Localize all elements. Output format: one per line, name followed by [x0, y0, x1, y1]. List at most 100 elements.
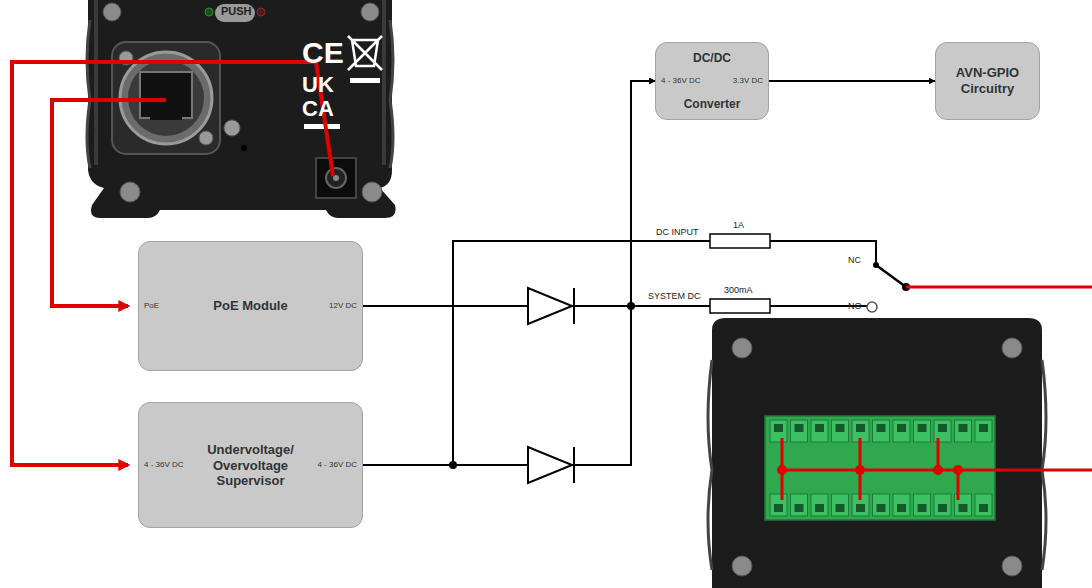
- device-housing-top: [103, 3, 121, 21]
- terminal-hole: [795, 424, 804, 432]
- terminal-pin: [770, 420, 787, 442]
- terminal-pin: [791, 420, 808, 442]
- fuse-symbol: [710, 299, 770, 313]
- relay-switch: [867, 262, 1092, 312]
- terminal-hole: [979, 424, 988, 432]
- port-label: 12V DC: [329, 301, 357, 311]
- device-housing-top: [120, 182, 140, 202]
- device-marking: CE: [302, 38, 344, 68]
- device-marking: PUSH: [221, 6, 252, 17]
- device-housing-top: [88, 0, 396, 218]
- bus-dot: [777, 465, 787, 475]
- red-wire: [906, 286, 1092, 289]
- bus-dot: [953, 465, 963, 475]
- terminal-hole: [836, 424, 845, 432]
- box-title: Undervoltage/ Overvoltage Supervisor: [197, 442, 305, 489]
- rj45-jack: [150, 112, 182, 120]
- bus-dot: [855, 465, 865, 475]
- box-title: Converter: [656, 97, 768, 111]
- process-box: Undervoltage/ Overvoltage Supervisor 4 - …: [138, 402, 363, 528]
- terminal-pin: [832, 420, 849, 442]
- fuse-symbol: [710, 234, 770, 248]
- terminal-hole: [938, 504, 947, 512]
- dc-barrel-jack: [333, 175, 339, 181]
- terminal-hole: [959, 504, 968, 512]
- device-housing-top: [361, 3, 379, 21]
- terminal-pin: [770, 494, 787, 516]
- junction-dot: [627, 302, 635, 310]
- terminal-hole: [774, 424, 783, 432]
- device-housing-top: [390, 20, 393, 168]
- switch-lever: [876, 265, 906, 287]
- terminal-housing: [1002, 338, 1022, 358]
- terminal-pin: [914, 494, 931, 516]
- bus-dot: [933, 465, 943, 475]
- terminal-hole: [959, 424, 968, 432]
- diode-symbol: [573, 447, 575, 483]
- box-title: PoE Module: [213, 298, 287, 314]
- rj45-jack: [140, 72, 192, 118]
- diode-symbol: [528, 447, 572, 483]
- terminal-hole: [856, 504, 865, 512]
- device-marking: UK: [302, 74, 334, 96]
- device-housing-top: [96, 0, 384, 165]
- rj45-jack: [241, 145, 247, 151]
- diode-symbol: [528, 288, 572, 324]
- terminal-pin: [893, 494, 910, 516]
- wire-label: NC: [848, 256, 861, 265]
- terminal-pin: [975, 420, 992, 442]
- status-leds: [205, 4, 265, 22]
- power-connector: [363, 81, 655, 465]
- terminal-hole: [774, 504, 783, 512]
- terminal-hole: [795, 504, 804, 512]
- terminal-pin: [873, 420, 890, 442]
- device-marking: CA: [302, 98, 334, 120]
- fuse-symbol: [710, 234, 770, 313]
- process-box: AVN-GPIO Circuitry: [935, 42, 1040, 120]
- port-label: 4 - 36V DC: [144, 460, 184, 470]
- wire: [631, 305, 710, 307]
- wire-label: DC INPUT: [656, 228, 699, 237]
- terminal-pin: [914, 420, 931, 442]
- port-label: 3.3V DC: [733, 76, 763, 86]
- device-housing-top: [87, 20, 90, 168]
- rj45-jack: [224, 120, 240, 136]
- terminal-pin: [975, 494, 992, 516]
- wire-label: 300mA: [724, 286, 753, 295]
- terminal-pin: [934, 494, 951, 516]
- terminal-hole: [897, 424, 906, 432]
- wire: [453, 241, 710, 465]
- rj45-jack: [199, 131, 213, 145]
- terminal-hole: [938, 424, 947, 432]
- terminal-housing: [708, 360, 1046, 570]
- terminal-block: [765, 416, 995, 520]
- port-label: 4 - 36V DC: [661, 76, 701, 86]
- power-connector: [363, 81, 655, 306]
- cert-marks: [350, 78, 380, 83]
- terminal-housing: [708, 318, 1046, 588]
- junction-dot: [449, 461, 457, 469]
- terminal-housing: [732, 556, 752, 576]
- terminal-pin: [832, 494, 849, 516]
- device-housing-top: [87, 0, 396, 218]
- cert-marks: [304, 124, 340, 129]
- terminal-pin: [893, 420, 910, 442]
- terminal-hole: [979, 504, 988, 512]
- terminal-hole: [815, 504, 824, 512]
- box-title: AVN-GPIO Circuitry: [945, 65, 1031, 96]
- bus-dot: [777, 465, 963, 475]
- cert-marks: [348, 36, 382, 70]
- wire-label: NO: [848, 302, 862, 311]
- power-connector: [769, 80, 935, 82]
- terminal-pin: [791, 494, 808, 516]
- status-leds: [257, 8, 265, 16]
- junction-dot: [449, 302, 635, 469]
- red-bus: [782, 438, 1092, 500]
- terminal-hole: [897, 504, 906, 512]
- switch-contact: [867, 302, 877, 312]
- port-label: PoE: [144, 301, 159, 311]
- wire-label: 1A: [733, 221, 744, 230]
- terminal-hole: [918, 424, 927, 432]
- diode-symbol: [528, 288, 574, 483]
- terminal-block: [770, 420, 992, 516]
